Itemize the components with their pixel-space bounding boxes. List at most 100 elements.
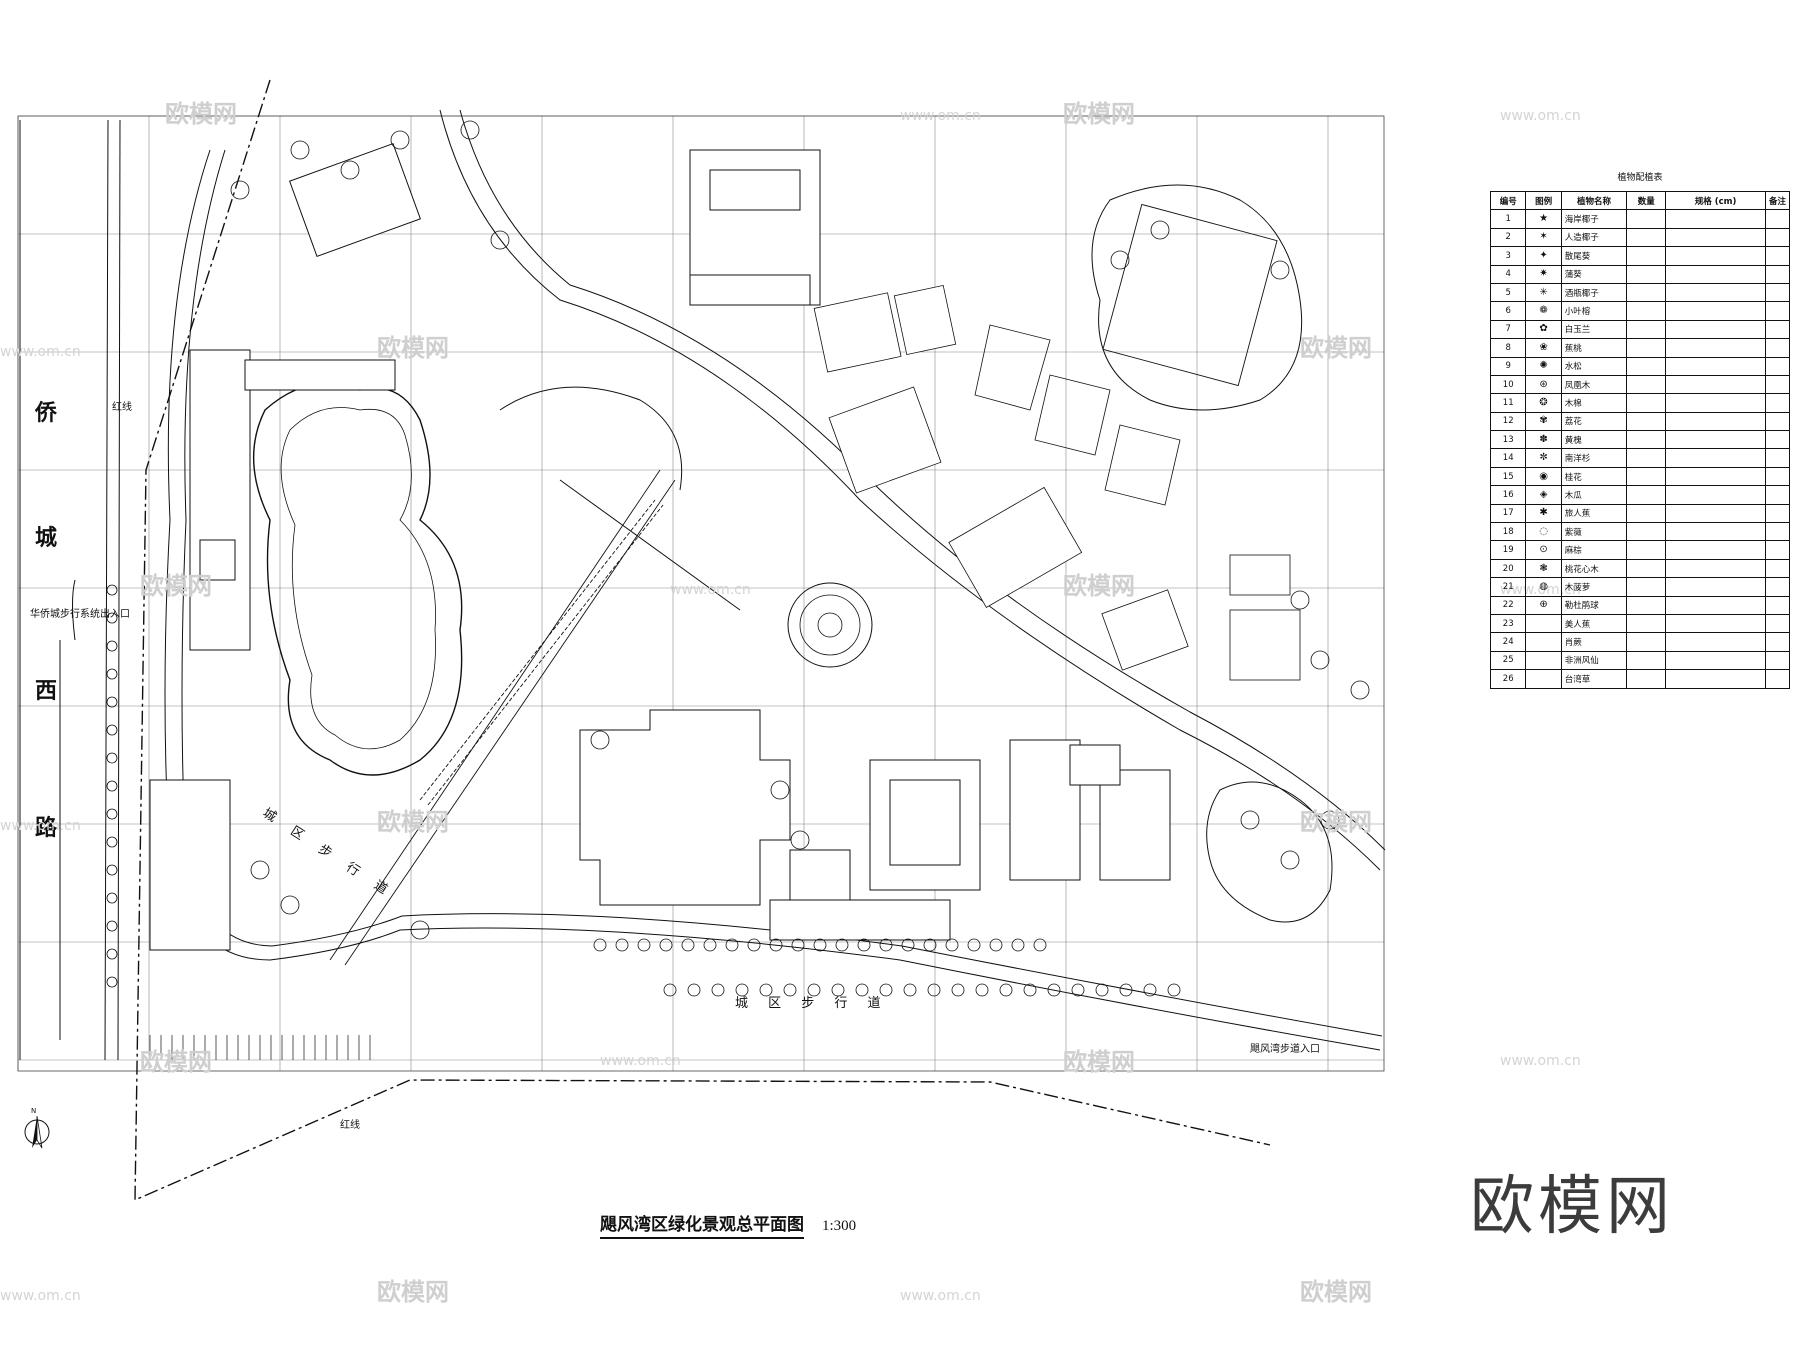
legend-cell-spec <box>1665 669 1766 689</box>
legend-cell-spec <box>1665 632 1766 652</box>
tree-symbol <box>593 938 607 952</box>
legend-cell-spec <box>1665 338 1766 358</box>
legend-cell-spec <box>1665 522 1766 542</box>
legend-cell-symbol: ❁ <box>1525 301 1562 321</box>
tree-symbol <box>106 724 118 736</box>
south-walkway-label: 城 区 步 行 道 <box>735 996 889 1011</box>
legend-cell-plant-name: 凤凰木 <box>1560 374 1628 395</box>
legend-col-spec: 规格 (cm) <box>1665 190 1766 211</box>
tree-symbol <box>1320 810 1340 830</box>
legend-col-number: 编号 <box>1489 190 1527 211</box>
legend-cell-quantity <box>1626 319 1667 340</box>
tree-symbol <box>615 938 629 952</box>
legend-row: 22⊕勒杜鹃球 <box>1489 595 1791 615</box>
legend-cell-spec <box>1665 411 1766 432</box>
legend-cell-quantity <box>1626 669 1667 689</box>
watermark-url: www.om.cn <box>0 818 81 834</box>
tree-symbol <box>681 938 695 952</box>
north-arrow: N <box>24 1107 50 1149</box>
legend-cell-spec <box>1665 227 1766 248</box>
tree-symbol <box>590 730 610 750</box>
legend-row: 15◉桂花 <box>1489 466 1791 487</box>
tree-symbol <box>106 612 118 624</box>
legend-cell-number: 17 <box>1489 503 1527 524</box>
tree-symbol <box>390 130 410 150</box>
seating-blocks <box>813 284 1301 681</box>
legend-cell-plant-name: 肖蕨 <box>1560 632 1628 652</box>
tree-symbol <box>1280 850 1300 870</box>
legend-cell-symbol <box>1525 669 1562 689</box>
watermark-logo: 欧模网 <box>140 1048 212 1076</box>
legend-cell-quantity <box>1626 301 1667 321</box>
tree-symbol <box>747 938 761 952</box>
legend-cell-symbol: ❀ <box>1525 338 1562 358</box>
legend-cell-remark <box>1764 411 1791 432</box>
tree-symbol <box>1310 650 1330 670</box>
legend-cell-plant-name: 木瓜 <box>1560 485 1628 505</box>
legend-cell-plant-name: 小叶榕 <box>1560 301 1628 321</box>
legend-row: 13✽黄槐 <box>1489 430 1791 450</box>
legend-cell-remark <box>1764 632 1791 652</box>
legend-row: 7✿白玉兰 <box>1489 319 1791 340</box>
legend-cell-plant-name: 人造椰子 <box>1560 227 1628 248</box>
tree-symbol <box>637 938 651 952</box>
legend-cell-remark <box>1764 227 1791 248</box>
legend-cell-number: 21 <box>1489 577 1527 597</box>
legend-cell-spec <box>1665 393 1766 413</box>
brand-logo-text: 欧模网 <box>1470 1170 1674 1244</box>
legend-cell-number: 20 <box>1489 558 1527 579</box>
legend-cell-plant-name: 海岸椰子 <box>1560 209 1628 229</box>
legend-cell-number: 8 <box>1489 338 1527 358</box>
tree-symbol <box>460 120 480 140</box>
legend-cell-spec <box>1665 246 1766 266</box>
legend-cell-remark <box>1764 503 1791 524</box>
watermark-url: www.om.cn <box>0 1288 81 1304</box>
tree-symbol <box>106 920 118 932</box>
legend-cell-spec <box>1665 356 1766 376</box>
legend-cell-remark <box>1764 448 1791 468</box>
legend-row: 20❃桃花心木 <box>1489 558 1791 579</box>
legend-cell-symbol: ✽ <box>1525 430 1562 450</box>
tree-symbol <box>1033 938 1047 952</box>
watermark-logo: 欧模网 <box>140 572 212 600</box>
legend-cell-plant-name: 麻棕 <box>1560 540 1628 560</box>
legend-row: 16◈木瓜 <box>1489 485 1791 505</box>
tree-symbol <box>999 983 1013 997</box>
legend-cell-spec <box>1665 650 1766 671</box>
legend-cell-plant-name: 南洋杉 <box>1560 448 1628 468</box>
tree-symbol <box>807 983 821 997</box>
southeast-garden <box>1206 781 1333 923</box>
tree-symbol <box>769 938 783 952</box>
watermark-url: www.om.cn <box>1500 108 1581 124</box>
legend-cell-number: 6 <box>1489 301 1527 321</box>
legend-cell-spec <box>1665 374 1766 395</box>
watermark-url: www.om.cn <box>600 1053 681 1069</box>
legend-cell-number: 26 <box>1489 669 1527 689</box>
legend-cell-symbol: ✾ <box>1525 411 1562 432</box>
tree-symbol <box>903 983 917 997</box>
tree-symbol <box>106 584 118 596</box>
tree-symbol <box>1023 983 1037 997</box>
legend-cell-plant-name: 黄槐 <box>1560 430 1628 450</box>
legend-cell-quantity <box>1626 282 1667 303</box>
legend-cell-symbol: ⊕ <box>1525 595 1562 615</box>
legend-cell-plant-name: 散尾葵 <box>1560 246 1628 266</box>
legend-cell-remark <box>1764 595 1791 615</box>
legend-col-symbol: 图例 <box>1525 190 1562 211</box>
legend-cell-remark <box>1764 540 1791 560</box>
road-label-char: 路 <box>35 815 58 841</box>
legend-cell-symbol: ✦ <box>1525 246 1562 266</box>
legend-cell-symbol: ✷ <box>1525 264 1562 284</box>
tree-symbol <box>790 830 810 850</box>
tree-symbol <box>410 920 430 940</box>
legend-row: 5✳酒瓶椰子 <box>1489 282 1791 303</box>
legend-cell-symbol: ✺ <box>1525 356 1562 376</box>
legend-col-plant-name: 植物名称 <box>1560 190 1628 211</box>
legend-cell-plant-name: 木棉 <box>1560 393 1628 413</box>
legend-cell-spec <box>1665 301 1766 321</box>
legend-cell-spec <box>1665 319 1766 340</box>
redline-label-south: 红线 <box>340 1118 360 1131</box>
tree-symbol <box>711 983 725 997</box>
